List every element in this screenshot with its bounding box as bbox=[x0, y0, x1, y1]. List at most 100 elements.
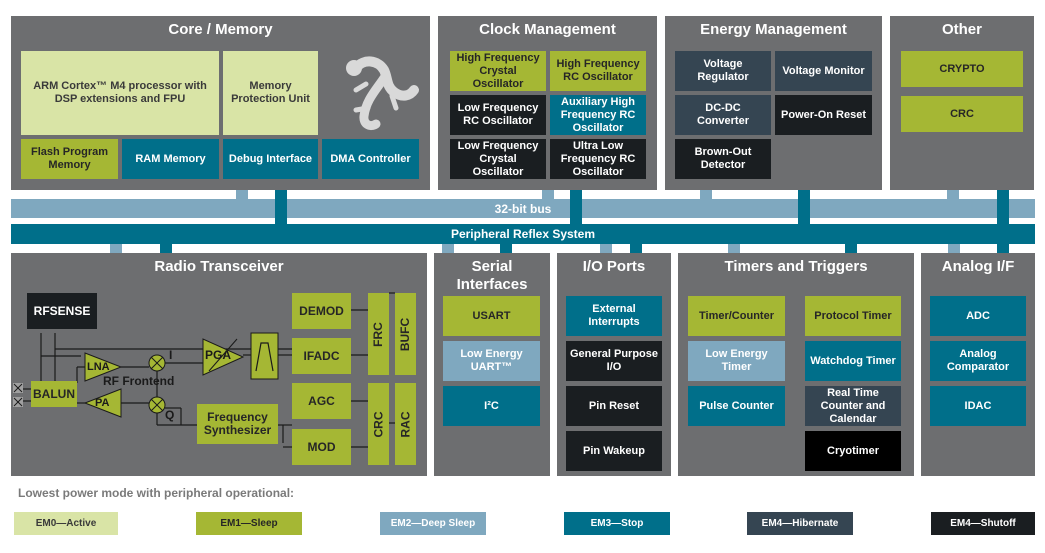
radio-transceiver-panel: Radio Transceiver bbox=[11, 253, 427, 476]
prs-label: Peripheral Reflex System bbox=[450, 227, 596, 241]
serial-interfaces-panel: Serial Interfaces USART Low Energy UART™… bbox=[434, 253, 550, 476]
analog-comparator: Analog Comparator bbox=[930, 341, 1026, 381]
brown-out-detector: Brown-Out Detector bbox=[675, 139, 771, 179]
energy-management-title: Energy Management bbox=[700, 21, 847, 38]
frc: FRC bbox=[368, 293, 389, 375]
analog-if-title: Analog I/F bbox=[941, 258, 1015, 275]
aux-hf-rc-oscillator: Auxiliary High Frequency RC Oscillator bbox=[550, 95, 646, 135]
rf-signal-path bbox=[13, 292, 395, 448]
ulf-rc-oscillator: Ultra Low Frequency RC Oscillator bbox=[550, 139, 646, 179]
energy-management-panel: Energy Management Voltage Regulator Volt… bbox=[665, 16, 882, 190]
rac: RAC bbox=[395, 383, 416, 465]
connector bbox=[997, 190, 1009, 224]
crc-radio-label: CRC bbox=[371, 411, 385, 437]
lna-label: LNA bbox=[87, 361, 110, 373]
watchdog-timer: Watchdog Timer bbox=[805, 341, 901, 381]
bus-32bit-label: 32-bit bus bbox=[494, 201, 552, 216]
idac: IDAC bbox=[930, 386, 1026, 426]
connector bbox=[798, 190, 810, 224]
rfsense: RFSENSE bbox=[27, 293, 97, 329]
connector bbox=[442, 244, 454, 253]
connector bbox=[570, 190, 582, 224]
legend-em2: EM2—Deep Sleep bbox=[380, 512, 486, 535]
gecko-icon bbox=[346, 56, 419, 131]
agc: AGC bbox=[292, 383, 351, 419]
i2c: I²C bbox=[443, 386, 540, 426]
voltage-regulator: Voltage Regulator bbox=[675, 51, 771, 91]
other-panel: Other CRYPTO CRC bbox=[890, 16, 1034, 190]
pin-reset: Pin Reset bbox=[566, 386, 662, 426]
crypto: CRYPTO bbox=[901, 51, 1023, 87]
legend-title: Lowest power mode with peripheral operat… bbox=[18, 486, 295, 500]
ram-memory: RAM Memory bbox=[122, 139, 219, 179]
connector bbox=[160, 244, 172, 253]
bus-32bit: 32-bit bus bbox=[11, 199, 1035, 218]
rf-frontend-label: RF Frontend bbox=[103, 374, 175, 388]
connector bbox=[700, 190, 712, 200]
hf-crystal-oscillator: High Frequency Crystal Oscillator bbox=[450, 51, 546, 91]
connector bbox=[542, 190, 554, 200]
connector bbox=[947, 190, 959, 200]
connector bbox=[948, 244, 960, 253]
real-time-counter-calendar: Real Time Counter and Calendar bbox=[805, 386, 901, 426]
legend-em4-shutoff: EM4—Shutoff bbox=[931, 512, 1035, 535]
pa-label: PA bbox=[95, 397, 110, 409]
connector bbox=[845, 244, 857, 253]
connector bbox=[110, 244, 122, 253]
rac-label: RAC bbox=[398, 411, 412, 437]
timers-triggers-panel: Timers and Triggers Timer/Counter Protoc… bbox=[678, 253, 914, 476]
crc-radio: CRC bbox=[368, 383, 389, 465]
balun: BALUN bbox=[31, 381, 77, 407]
arm-cortex-m4: ARM Cortex™ M4 processor with DSP extens… bbox=[21, 51, 219, 135]
dc-dc-converter: DC-DC Converter bbox=[675, 95, 771, 135]
pin-wakeup: Pin Wakeup bbox=[566, 431, 662, 471]
protocol-timer: Protocol Timer bbox=[805, 296, 901, 336]
other-title: Other bbox=[941, 21, 982, 38]
external-interrupts: External Interrupts bbox=[566, 296, 662, 336]
adc: ADC bbox=[930, 296, 1026, 336]
frc-label: FRC bbox=[371, 321, 386, 347]
general-purpose-io: General Purpose I/O bbox=[566, 341, 662, 381]
connector bbox=[275, 190, 287, 224]
lf-crystal-oscillator: Low Frequency Crystal Oscillator bbox=[450, 139, 546, 179]
clock-management-panel: Clock Management High Frequency Crystal … bbox=[438, 16, 657, 190]
serial-interfaces-title: Serial Interfaces bbox=[456, 258, 528, 293]
demod: DEMOD bbox=[292, 293, 351, 329]
legend-em0: EM0—Active bbox=[14, 512, 118, 535]
flash-program-memory: Flash Program Memory bbox=[21, 139, 118, 179]
analog-if-panel: Analog I/F ADC Analog Comparator IDAC bbox=[921, 253, 1035, 476]
legend-em3: EM3—Stop bbox=[564, 512, 670, 535]
power-on-reset: Power-On Reset bbox=[775, 95, 872, 135]
cryotimer: Cryotimer bbox=[805, 431, 901, 471]
connector bbox=[600, 244, 612, 253]
q-label: Q bbox=[165, 408, 175, 422]
dma-controller: DMA Controller bbox=[322, 139, 419, 179]
radio-transceiver-title: Radio Transceiver bbox=[154, 258, 284, 275]
mod: MOD bbox=[292, 429, 351, 465]
io-ports-panel: I/O Ports External Interrupts General Pu… bbox=[557, 253, 671, 476]
pulse-counter: Pulse Counter bbox=[688, 386, 785, 426]
usart: USART bbox=[443, 296, 540, 336]
i-label: I bbox=[169, 348, 173, 362]
legend-em1: EM1—Sleep bbox=[196, 512, 302, 535]
le-uart: Low Energy UART™ bbox=[443, 341, 540, 381]
low-energy-timer: Low Energy Timer bbox=[688, 341, 785, 381]
hf-rc-oscillator: High Frequency RC Oscillator bbox=[550, 51, 646, 91]
memory-protection-unit: Memory Protection Unit bbox=[223, 51, 318, 135]
ifadc: IFADC bbox=[292, 338, 351, 374]
core-memory-title: Core / Memory bbox=[168, 21, 273, 38]
connector bbox=[500, 244, 512, 253]
peripheral-reflex-system: Peripheral Reflex System bbox=[11, 224, 1035, 244]
connector bbox=[630, 244, 642, 253]
bufc-label: BUFC bbox=[398, 317, 413, 351]
io-ports-title: I/O Ports bbox=[582, 258, 646, 275]
frequency-synthesizer: Frequency Synthesizer bbox=[197, 404, 278, 444]
debug-interface: Debug Interface bbox=[223, 139, 318, 179]
pga-label: PGA bbox=[205, 348, 232, 362]
clock-management-title: Clock Management bbox=[479, 21, 616, 38]
core-memory-panel: Core / Memory ARM Cortex™ M4 processor w… bbox=[11, 16, 430, 190]
connector bbox=[728, 244, 740, 253]
voltage-monitor: Voltage Monitor bbox=[775, 51, 872, 91]
connector bbox=[236, 190, 248, 200]
timer-counter: Timer/Counter bbox=[688, 296, 785, 336]
